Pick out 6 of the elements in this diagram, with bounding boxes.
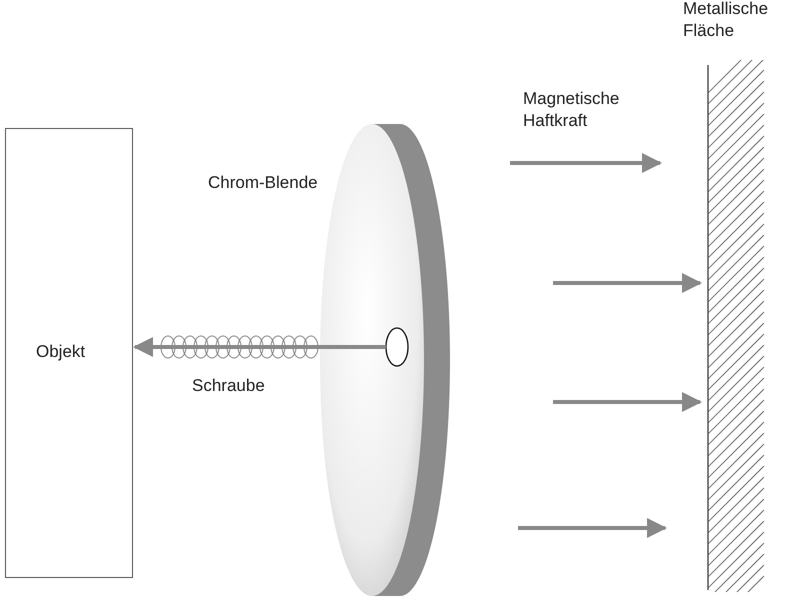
object-box [5, 128, 133, 578]
screw-arrow [133, 337, 386, 357]
object-label: Objekt [36, 341, 86, 363]
disc-label: Chrom-Blende [208, 172, 319, 194]
surface-label: Metallische Fläche [683, 0, 770, 42]
force-label: Magnetische Haftkraft [523, 88, 620, 132]
